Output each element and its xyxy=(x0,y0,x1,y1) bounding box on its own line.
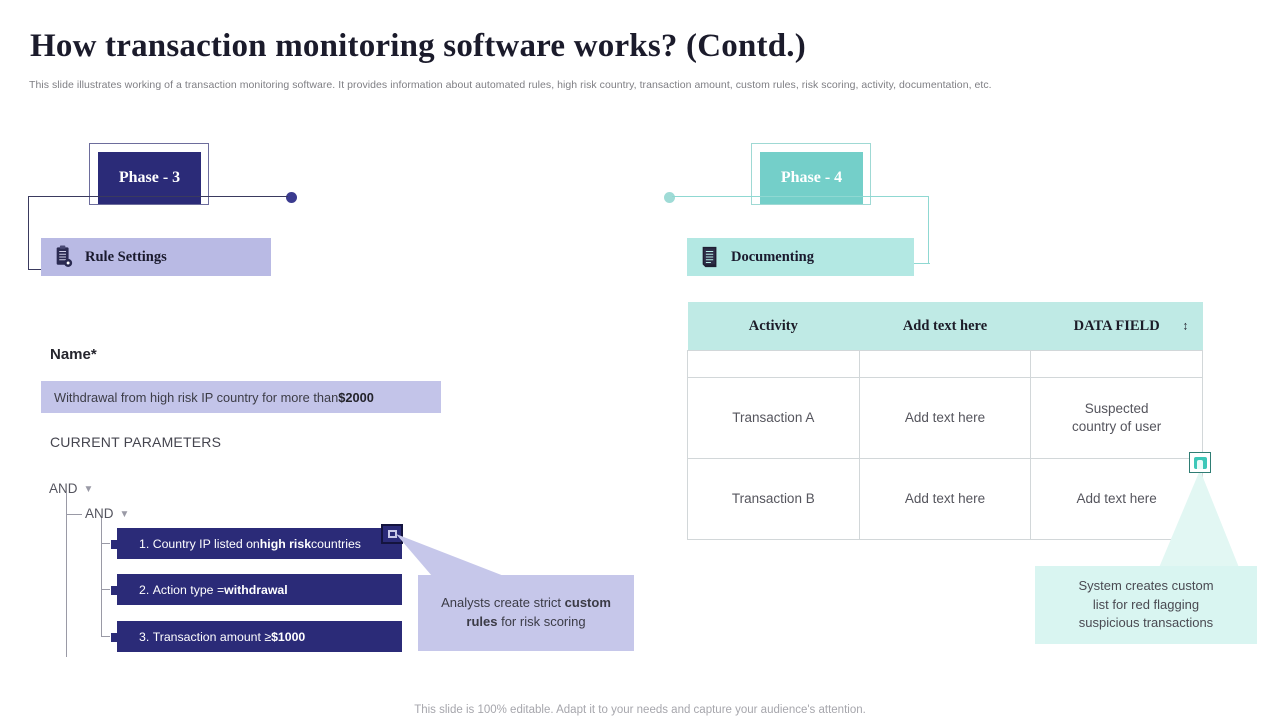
table-header-spacer-row xyxy=(687,365,1203,378)
current-parameters-label: CURRENT PARAMETERS xyxy=(50,434,222,450)
page-title: How transaction monitoring software work… xyxy=(30,28,806,64)
table-row[interactable]: Transaction B Add text here Add text her… xyxy=(687,458,1203,540)
phase4-connector-horizontal-2 xyxy=(903,263,930,265)
callout-right-line1: System creates custom xyxy=(1078,577,1214,593)
phase3-connector-horizontal-2 xyxy=(28,269,53,271)
phase3-connector-dot xyxy=(286,192,297,203)
rule-text: Transaction amount ≥ xyxy=(152,629,272,644)
chevron-down-icon[interactable]: ▼ xyxy=(119,509,130,520)
phase3-connector-horizontal xyxy=(28,196,288,198)
and-outer-node[interactable]: AND ▼ xyxy=(49,481,93,496)
rule-number: 3. xyxy=(139,629,150,644)
rule-text-bold: high risk xyxy=(259,536,312,551)
cell-col3-line2: country of user xyxy=(1072,419,1162,434)
cell-col3-line1: Suspected xyxy=(1084,400,1149,416)
clipboard-gear-icon xyxy=(53,245,75,269)
tree-line-inner-branch-2 xyxy=(101,589,111,590)
and-inner-node[interactable]: AND ▼ xyxy=(85,506,129,521)
rule-text-suffix: countries xyxy=(311,536,361,551)
table-header-data-field-label: DATA FIELD xyxy=(1073,317,1160,334)
callout-right-line2: list for red flagging xyxy=(1092,596,1200,612)
table-header-col2[interactable]: Add text here xyxy=(859,302,1031,351)
callout-right-pointer xyxy=(1158,470,1240,570)
callout-right-line3: suspicious transactions xyxy=(1078,615,1214,631)
rule-text-bold: withdrawal xyxy=(224,582,288,597)
tree-line-inner-branch-3 xyxy=(101,636,111,637)
footer-note: This slide is 100% editable. Adapt it to… xyxy=(414,704,866,716)
rule-text: Country IP listed on xyxy=(152,536,260,551)
callout-right: System creates custom list for red flagg… xyxy=(1035,566,1257,644)
cell-col2: Add text here xyxy=(858,458,1032,540)
callout-left-suffix: for risk scoring xyxy=(497,614,586,629)
table-header-row: Activity Add text here DATA FIELD ↕ xyxy=(687,302,1203,351)
rule-row[interactable]: 1. Country IP listed on high risk countr… xyxy=(117,528,402,559)
tree-line-inner-branch-1 xyxy=(101,543,111,544)
phase3-label: Phase - 3 xyxy=(118,169,181,186)
and-inner-label: AND xyxy=(85,506,114,521)
rule-settings-bar[interactable]: Rule Settings xyxy=(41,238,271,276)
cell-activity: Transaction A xyxy=(687,377,860,459)
tree-line-inner-vertical xyxy=(101,518,102,637)
rule-number: 2. xyxy=(139,582,150,597)
cell-col3: Suspected country of user xyxy=(1030,377,1203,459)
rule-row[interactable]: 3. Transaction amount ≥ $1000 xyxy=(117,621,402,652)
phase4-connector-horizontal xyxy=(672,196,929,198)
table-top-spacer-row xyxy=(687,350,1203,365)
rule-number: 1. xyxy=(139,536,150,551)
phase4-outline-frame xyxy=(751,143,871,205)
rule-settings-label: Rule Settings xyxy=(85,248,167,265)
cell-activity: Transaction B xyxy=(687,458,860,540)
name-field-label: Name* xyxy=(50,346,97,363)
document-scroll-icon xyxy=(699,245,721,269)
cell-col2: Add text here xyxy=(858,377,1032,459)
phase4-connector-vertical xyxy=(928,196,930,264)
callout-left-prefix: Analysts create strict xyxy=(441,595,565,611)
name-value-amount: $2000 xyxy=(338,389,374,405)
phase3-outline-frame xyxy=(89,143,209,205)
tree-line-outer-vertical xyxy=(66,492,67,657)
table-row[interactable]: Transaction A Add text here Suspected co… xyxy=(687,377,1203,459)
name-field-value[interactable]: Withdrawal from high risk IP country for… xyxy=(41,381,441,413)
phase4-connector-dot xyxy=(664,192,675,203)
rule-text-bold: $1000 xyxy=(271,629,306,644)
callout-left-bold: custom rules xyxy=(466,595,611,629)
chevron-down-icon[interactable]: ▼ xyxy=(83,484,94,495)
table-header-data-field[interactable]: DATA FIELD ↕ xyxy=(1030,302,1203,351)
phase4-label: Phase - 4 xyxy=(780,169,843,186)
callout-left-pointer xyxy=(396,534,504,576)
phase3-box: Phase - 3 xyxy=(98,152,201,204)
table-header-activity[interactable]: Activity xyxy=(687,302,860,351)
cell-col3: Add text here xyxy=(1030,458,1203,540)
table-marker-icon[interactable] xyxy=(1189,452,1211,473)
tree-line-outer-branch xyxy=(66,514,82,515)
phase4-box: Phase - 4 xyxy=(760,152,863,204)
rule-row[interactable]: 2. Action type = withdrawal xyxy=(117,574,402,605)
documenting-bar[interactable]: Documenting xyxy=(687,238,914,276)
and-outer-label: AND xyxy=(49,481,78,496)
sort-arrows-icon[interactable]: ↕ xyxy=(1182,318,1189,333)
callout-left: Analysts create strict custom rules for … xyxy=(418,575,634,651)
activity-table: Activity Add text here DATA FIELD ↕ Tran… xyxy=(687,302,1203,540)
page-subtitle: This slide illustrates working of a tran… xyxy=(29,79,992,91)
rule-text: Action type = xyxy=(152,582,225,597)
phase3-connector-vertical xyxy=(28,196,30,270)
name-value-text: Withdrawal from high risk IP country for… xyxy=(54,389,339,405)
documenting-label: Documenting xyxy=(731,248,814,265)
rule-marker-icon[interactable] xyxy=(381,524,403,544)
